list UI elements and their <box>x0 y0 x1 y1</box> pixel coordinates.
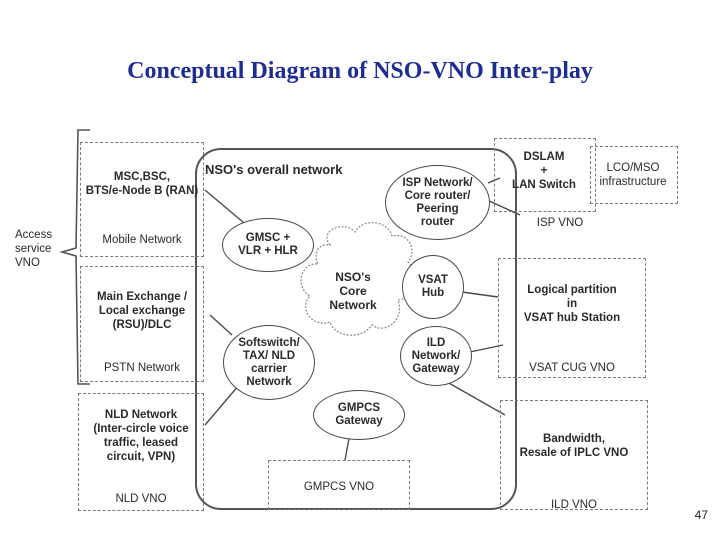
ild-vno-label: ILD VNO <box>550 499 597 511</box>
nld-vno-label: NLD VNO <box>115 493 167 505</box>
line-isp-vno <box>486 199 521 216</box>
lco-mso-box <box>590 146 678 204</box>
gmpcs-vno-box <box>268 460 410 510</box>
ild-network-node: ILD Network/ Gateway <box>400 326 472 386</box>
nld-network-box <box>78 393 204 511</box>
access-service-vno-label: Access service VNO <box>15 229 53 269</box>
pstn-network-label: PSTN Network <box>103 362 181 374</box>
nso-overall-network-label: NSO's overall network <box>205 162 343 177</box>
vsat-hub-node: VSAT Hub <box>402 255 464 319</box>
bandwidth-box <box>500 400 648 510</box>
gmsc-node: GMSC + VLR + HLR <box>222 218 314 272</box>
gmpcs-gateway-node: GMPCS Gateway <box>313 390 405 440</box>
core-network-label: NSO's Core Network <box>329 270 377 312</box>
isp-vno-label: ISP VNO <box>536 217 584 229</box>
page-title: Conceptual Diagram of NSO-VNO Inter-play <box>127 58 593 84</box>
dslam-box <box>494 138 596 212</box>
mobile-network-label: Mobile Network <box>102 234 182 246</box>
pstn-network-box <box>80 266 204 382</box>
isp-network-node: ISP Network/ Core router/ Peering router <box>385 165 490 240</box>
lco-mso-label: LCO/MSO infrastructure <box>599 162 667 188</box>
gmpcs-vno-label: GMPCS VNO <box>303 481 375 493</box>
line-ild-bandwidth <box>439 377 506 416</box>
dslam-label: DSLAM + LAN Switch <box>512 151 576 191</box>
vsat-cug-vno-label: VSAT CUG VNO <box>529 362 615 374</box>
logical-partition-label: Logical partition in VSAT hub Station <box>523 284 621 324</box>
line-mainex-softswitch <box>209 314 233 336</box>
page-number: 47 <box>694 508 708 522</box>
mobile-network-box <box>80 142 204 257</box>
bandwidth-label: Bandwidth, Resale of IPLC VNO <box>519 433 629 459</box>
line-ild-vsatvno <box>469 344 504 353</box>
msc-bsc-label: MSC,BSC, BTS/e-Node B (RAN) <box>85 171 199 197</box>
logical-partition-box <box>498 258 646 378</box>
softswitch-node: Softswitch/ TAX/ NLD carrier Network <box>223 325 315 400</box>
access-brace <box>59 129 90 385</box>
line-vsat-logical <box>461 291 499 298</box>
main-exchange-label: Main Exchange / Local exchange (RSU)/DLC <box>96 291 188 331</box>
nld-network-label: NLD Network (Inter-circle voice traffic,… <box>93 409 189 463</box>
